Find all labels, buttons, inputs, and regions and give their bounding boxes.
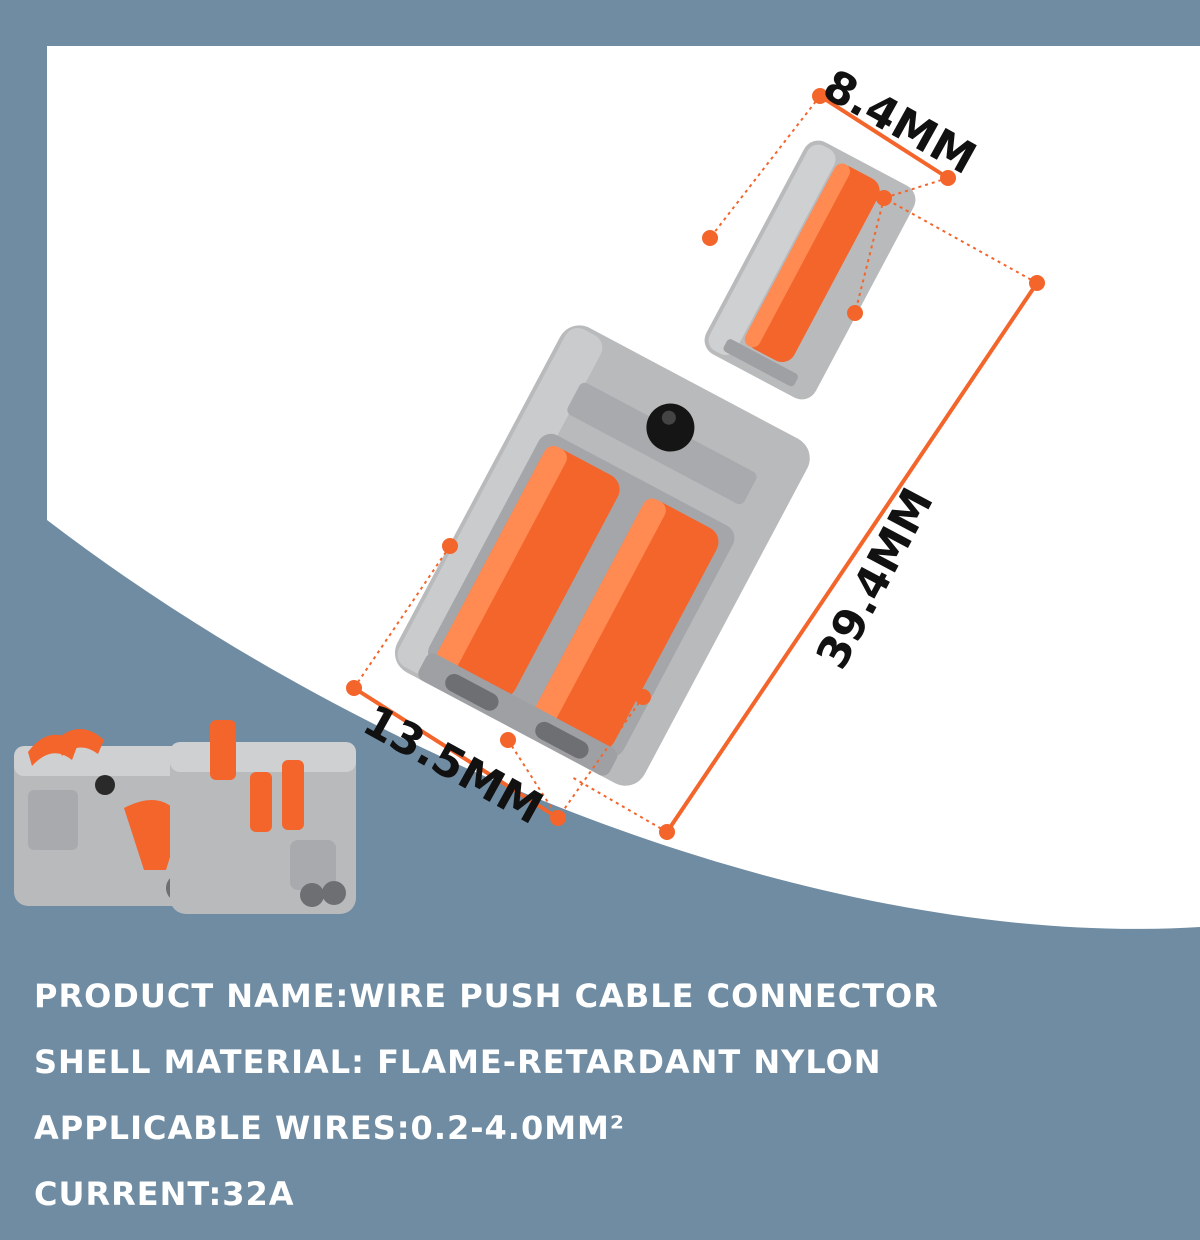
spec-current: CURRENT:32A bbox=[34, 1175, 295, 1213]
spec-product-name: PRODUCT NAME:WIRE PUSH CABLE CONNECTOR bbox=[34, 977, 939, 1015]
upper-lever bbox=[746, 165, 880, 363]
dimension-lines bbox=[352, 94, 1039, 834]
test-port-hole bbox=[646, 403, 695, 452]
lower-lever-right bbox=[536, 500, 719, 751]
spec-list: PRODUCT NAME:WIRE PUSH CABLE CONNECTOR S… bbox=[34, 976, 1164, 1240]
main-connector bbox=[394, 140, 916, 786]
spec-applicable-wires: APPLICABLE WIRES:0.2-4.0MM² bbox=[34, 1109, 625, 1147]
dim-line-13-5 bbox=[352, 686, 560, 820]
spec-shell-material: SHELL MATERIAL: FLAME-RETARDANT NYLON bbox=[34, 1043, 882, 1081]
thumbnail-connector-double bbox=[170, 720, 356, 914]
thumbnail-connector-single bbox=[14, 729, 196, 906]
dim-line-39-4 bbox=[665, 281, 1039, 834]
dimension-dots bbox=[346, 88, 1045, 840]
dim-line-8-4 bbox=[818, 94, 950, 180]
product-illustration: 8.4MM 39.4MM 13.5MM bbox=[14, 46, 1200, 929]
lower-lever-left bbox=[437, 448, 620, 698]
